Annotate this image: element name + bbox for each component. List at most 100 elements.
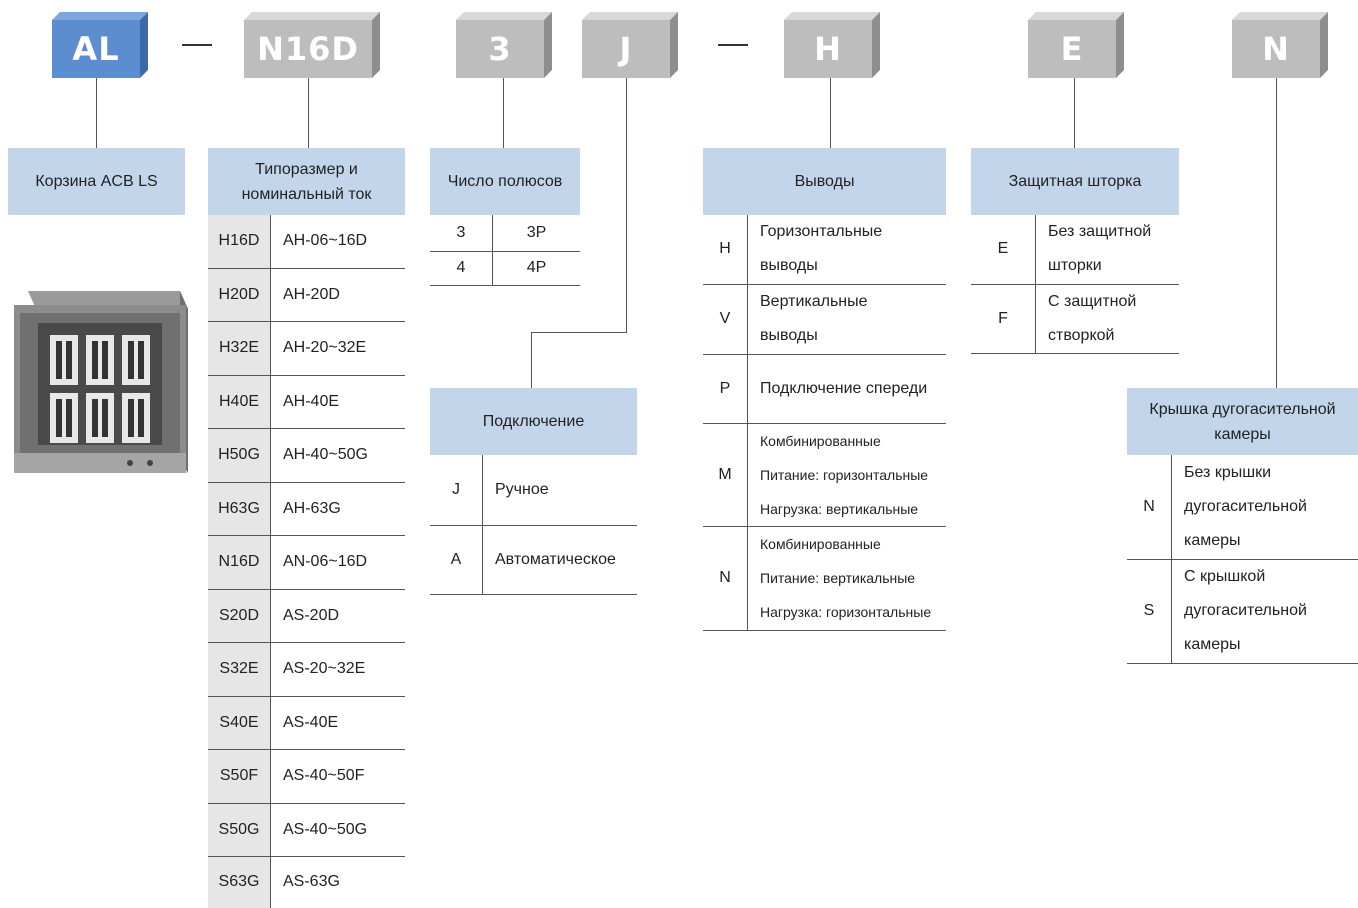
size-code: N16D: [208, 535, 271, 589]
shutter-code: E: [971, 215, 1036, 284]
table-row: V Вертикальные выводы: [703, 284, 946, 354]
cover-code: N: [1127, 455, 1172, 559]
size-desc: AS-40~50G: [271, 803, 406, 856]
connector-shutter: [1074, 78, 1075, 148]
size-desc: AH-20D: [271, 268, 406, 321]
cover-header: Крышка дугогасительной камеры: [1127, 388, 1358, 455]
code-box-size: N16D: [244, 12, 380, 78]
size-code: H40E: [208, 375, 271, 428]
cover-desc-line: Без крышки: [1184, 456, 1358, 490]
size-code: S20D: [208, 589, 271, 642]
poles-code: 4: [430, 251, 493, 285]
code-text-cover: N: [1232, 20, 1320, 78]
table-row: M Комбинированные Питание: горизонтальны…: [703, 423, 946, 526]
code-text-size: N16D: [244, 20, 372, 78]
connector-connection-2: [531, 332, 627, 333]
poles-desc: 3P: [493, 215, 581, 251]
terminals-desc-line: Вертикальные: [760, 285, 946, 319]
terminals-desc: Комбинированные Питание: горизонтальные …: [748, 423, 947, 526]
table-row: N Без крышки дугогасительной камеры: [1127, 455, 1358, 559]
code-text-connection: J: [582, 20, 670, 78]
poles-code: 3: [430, 215, 493, 251]
terminals-desc: Горизонтальные выводы: [748, 215, 947, 284]
base-header: Корзина ACB LS: [8, 148, 185, 215]
cover-desc: Без крышки дугогасительной камеры: [1172, 455, 1358, 559]
cover-code: S: [1127, 559, 1172, 663]
connection-desc: Ручное: [483, 455, 638, 525]
poles-desc: 4P: [493, 251, 581, 285]
size-code: S50F: [208, 749, 271, 803]
terminals-desc-line: выводы: [760, 319, 946, 353]
code-text-shutter: E: [1028, 20, 1116, 78]
table-row: S С крышкой дугогасительной камеры: [1127, 559, 1358, 663]
cover-header-line: Крышка дугогасительной: [1149, 397, 1335, 422]
size-desc: AH-63G: [271, 482, 406, 535]
terminals-header: Выводы: [703, 148, 946, 215]
shutter-table: E Без защитной шторки F С защитной створ…: [971, 215, 1179, 354]
code-text-poles: 3: [456, 20, 544, 78]
size-code: H63G: [208, 482, 271, 535]
cover-desc-line: камеры: [1184, 524, 1358, 558]
cover-header-line: камеры: [1214, 422, 1271, 447]
acb-cradle-photo: [10, 283, 190, 493]
terminals-desc-line: Питание: горизонтальные: [760, 458, 946, 492]
size-desc: AS-20D: [271, 589, 406, 642]
table-row: P Подключение спереди: [703, 354, 946, 423]
terminals-desc-line: Нагрузка: горизонтальные: [760, 595, 946, 629]
size-code: S40E: [208, 696, 271, 749]
terminals-desc: Комбинированные Питание: вертикальные На…: [748, 526, 947, 630]
table-row: H Горизонтальные выводы: [703, 215, 946, 284]
terminals-code: M: [703, 423, 748, 526]
size-code: H16D: [208, 215, 271, 268]
terminals-desc-line: Комбинированные: [760, 424, 946, 458]
terminals-desc-line: выводы: [760, 249, 946, 283]
connector-connection-3: [531, 332, 532, 388]
terminals-code: H: [703, 215, 748, 284]
connection-header: Подключение: [430, 388, 637, 455]
code-text-al: AL: [52, 20, 140, 78]
terminals-desc-line: Нагрузка: вертикальные: [760, 492, 946, 526]
cover-desc-line: дугогасительной: [1184, 490, 1358, 524]
size-code: H20D: [208, 268, 271, 321]
cover-table: N Без крышки дугогасительной камеры S С …: [1127, 455, 1358, 664]
code-box-shutter: E: [1028, 12, 1124, 78]
table-row: N Комбинированные Питание: вертикальные …: [703, 526, 946, 630]
shutter-desc-line: Без защитной: [1048, 215, 1179, 249]
terminals-desc: Подключение спереди: [748, 354, 947, 423]
size-desc: AH-06~16D: [271, 215, 406, 268]
size-code: S50G: [208, 803, 271, 856]
terminals-table: H Горизонтальные выводы V Вертикальные в…: [703, 215, 946, 631]
size-desc: AH-20~32E: [271, 321, 406, 375]
code-box-connection: J: [582, 12, 678, 78]
terminals-desc-line: Горизонтальные: [760, 215, 946, 249]
table-row: F С защитной створкой: [971, 284, 1179, 353]
size-desc: AN-06~16D: [271, 535, 406, 589]
table-row: E Без защитной шторки: [971, 215, 1179, 284]
connector-connection-1: [626, 78, 627, 332]
terminals-desc-line: Питание: вертикальные: [760, 561, 946, 595]
shutter-desc-line: створкой: [1048, 319, 1179, 353]
cover-desc-line: С крышкой: [1184, 560, 1358, 594]
separator-dash-1: [182, 44, 212, 46]
size-code: S63G: [208, 856, 271, 908]
size-desc: AS-20~32E: [271, 642, 406, 696]
terminals-code: P: [703, 354, 748, 423]
terminals-desc: Вертикальные выводы: [748, 284, 947, 354]
cover-desc-line: дугогасительной: [1184, 594, 1358, 628]
size-desc: AS-40E: [271, 696, 406, 749]
code-box-poles: 3: [456, 12, 552, 78]
code-text-terminals: H: [784, 20, 872, 78]
shutter-code: F: [971, 284, 1036, 353]
shutter-desc: Без защитной шторки: [1036, 215, 1180, 284]
code-box-cover: N: [1232, 12, 1328, 78]
shutter-header: Защитная шторка: [971, 148, 1179, 215]
